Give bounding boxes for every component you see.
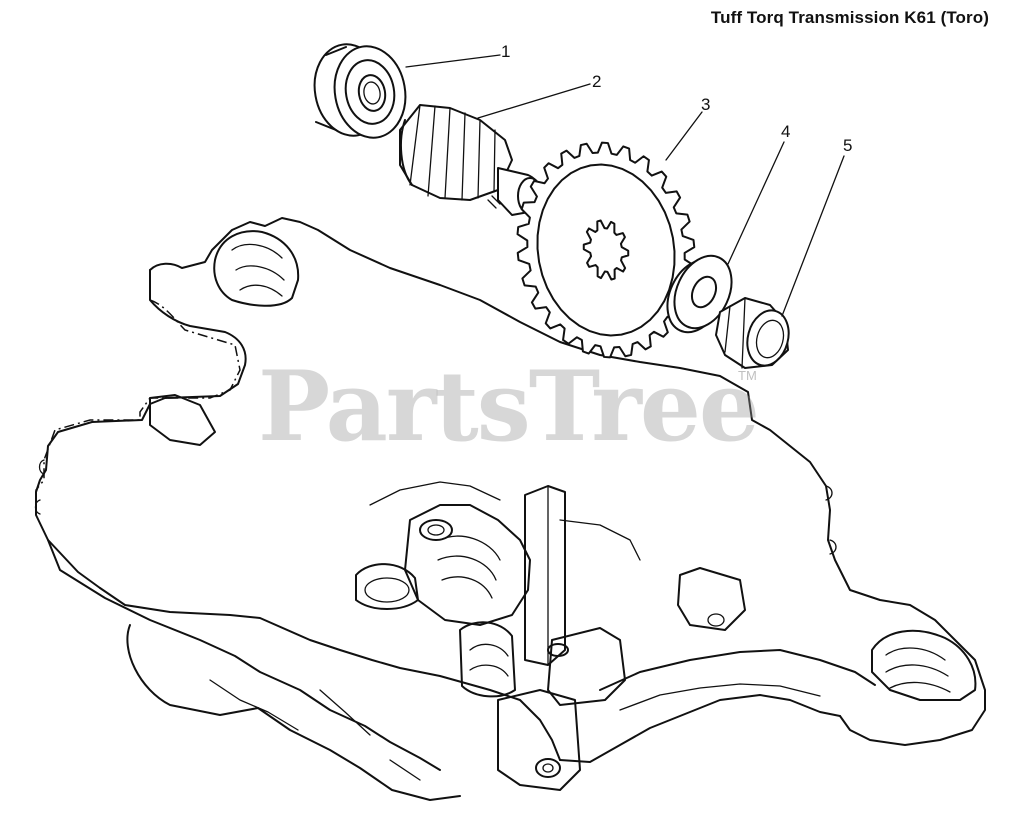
callout-1: 1 <box>501 42 511 61</box>
watermark: PartsTree <box>258 350 760 463</box>
leader-lines <box>405 54 845 317</box>
ball-bearing-icon <box>313 43 407 139</box>
pinion-gear-shaft-icon <box>399 104 543 216</box>
diagram-title: Tuff Torq Transmission K61 (Toro) <box>710 8 989 27</box>
spur-gear-icon <box>516 141 696 359</box>
callout-4: 4 <box>781 122 791 141</box>
thrust-washer-icon <box>666 254 733 334</box>
callout-5: 5 <box>843 136 853 155</box>
callout-2: 2 <box>592 72 602 91</box>
transmission-housing-icon <box>34 217 986 801</box>
watermark-trademark: TM <box>738 368 757 383</box>
callout-3: 3 <box>701 95 711 114</box>
collar-bushing-icon <box>715 297 790 369</box>
